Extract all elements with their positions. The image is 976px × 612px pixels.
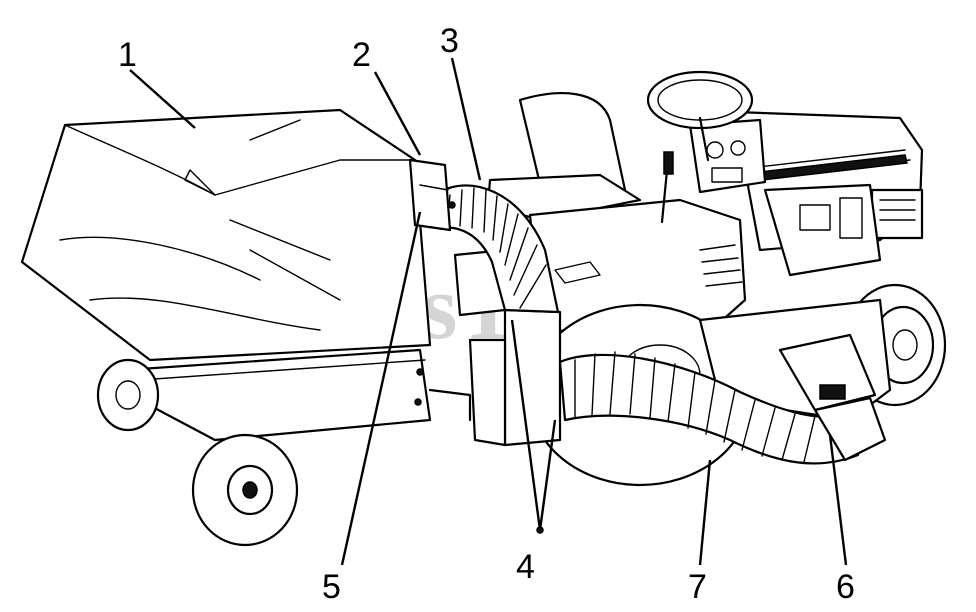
- tractor-body: [486, 70, 924, 352]
- catcher-wheel-rear: [96, 358, 160, 432]
- leader-2: [373, 71, 422, 156]
- callout-7: 7: [688, 568, 707, 606]
- callout-6: 6: [836, 568, 855, 606]
- leader-3: [450, 57, 482, 181]
- mower-deck: [698, 298, 892, 422]
- callout-4: 4: [516, 548, 535, 586]
- leader-6: [828, 434, 848, 566]
- callout-labels: 1 2 3 4 5 6 7: [118, 22, 855, 606]
- catcher-wheel-front: [191, 433, 299, 547]
- leader-lines: [129, 57, 848, 566]
- leader-1: [129, 69, 196, 129]
- leader-5: [340, 211, 422, 566]
- upper-hose: [438, 184, 560, 314]
- lower-hose: [558, 351, 860, 465]
- grass-catcher-bag: [20, 108, 432, 362]
- leader-7: [698, 459, 712, 566]
- bag-inlet-connector: [408, 158, 456, 232]
- catcher-frame: [123, 348, 472, 442]
- callout-3: 3: [440, 22, 459, 60]
- deck-chute-adapter: [813, 396, 887, 462]
- callout-1: 1: [118, 36, 137, 74]
- callout-5: 5: [322, 568, 341, 606]
- leader-4: [510, 319, 557, 531]
- callout-2: 2: [352, 36, 371, 74]
